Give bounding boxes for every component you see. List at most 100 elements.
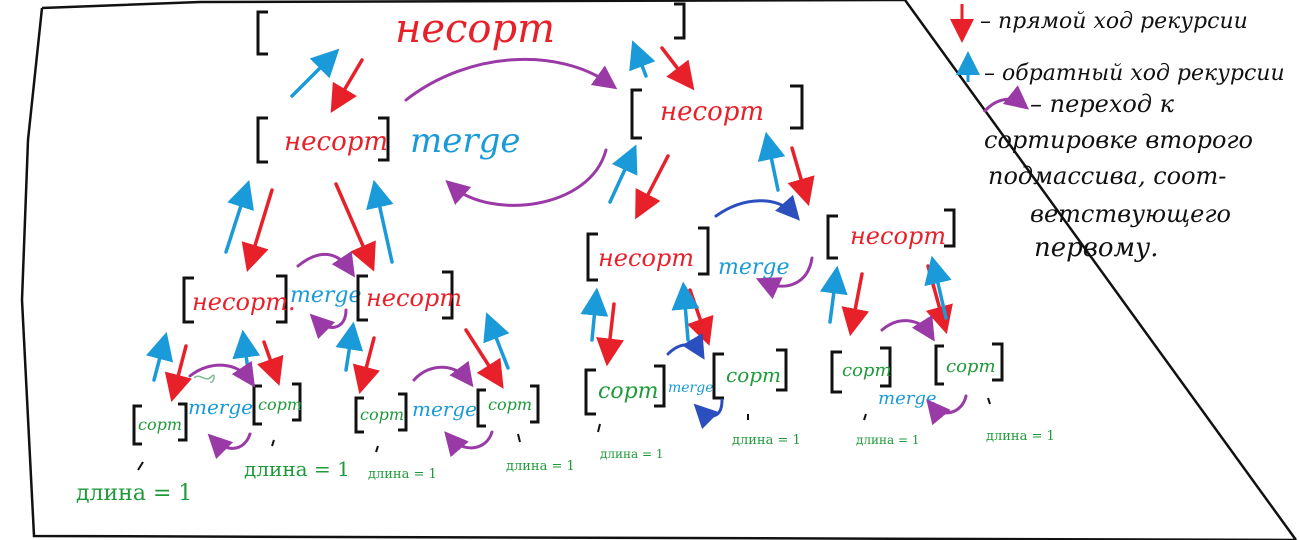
blue-arrow-l1left-b bbox=[366, 179, 394, 264]
legend-transition-line-1: – переход к bbox=[1030, 90, 1175, 118]
level3-array-6: сорт bbox=[712, 348, 788, 400]
blue-arrow-l2-2b bbox=[483, 312, 510, 370]
level1-left-label: несорт bbox=[284, 127, 388, 157]
blue-arrow-l2-1a bbox=[146, 331, 174, 382]
merge-label-level2-left: merge bbox=[290, 283, 362, 308]
length-label-2: длина = 1 bbox=[244, 457, 350, 481]
level3-label-7: сорт bbox=[842, 360, 892, 381]
level3-array-1: сорт bbox=[132, 402, 188, 446]
red-arrow-l1right-b bbox=[787, 146, 815, 207]
legend-transition-line-5: первому. bbox=[1034, 233, 1158, 263]
red-arrow-l2-3a bbox=[596, 302, 624, 367]
level3-label-1: сорт bbox=[138, 415, 182, 434]
level2-label-3: несорт bbox=[598, 244, 694, 272]
red-arrow-l2-1a bbox=[164, 344, 192, 403]
dark-transition-arrows bbox=[666, 194, 800, 430]
blue-arrow-l2-2a bbox=[335, 321, 364, 372]
merge-label-level3-2: merge bbox=[412, 397, 477, 421]
level2-label-4: несорт bbox=[850, 222, 946, 250]
merge-label-level2-right: merge bbox=[718, 255, 790, 280]
level3-label-3: сорт bbox=[360, 405, 404, 424]
purple-arrow-top bbox=[404, 57, 618, 102]
blue-arrow-l1right-a bbox=[608, 144, 638, 204]
purple-arrow-l3-1 bbox=[188, 360, 255, 388]
root-label: несорт bbox=[395, 6, 555, 52]
red-arrow-root-left bbox=[330, 58, 364, 114]
merge-label-level1: merge bbox=[410, 121, 521, 161]
backward-arrows bbox=[146, 40, 952, 382]
blue-arrow-l2-3b bbox=[671, 281, 700, 342]
red-arrow-l2-3b bbox=[687, 288, 714, 346]
level2-label-2: несорт bbox=[366, 284, 462, 312]
length-label-7: длина = 1 bbox=[856, 433, 919, 447]
purple-arrow-l3-2-back bbox=[444, 430, 494, 458]
legend-transition-line-4: ветствующего bbox=[1030, 200, 1231, 228]
level3-label-5: сорт bbox=[598, 379, 659, 404]
merge-label-level3-4: merge bbox=[878, 388, 937, 409]
level2-array-4: несорт bbox=[826, 208, 956, 260]
legend-backward-text: – обратный ход рекурсии bbox=[984, 61, 1285, 86]
purple-arrow-l2-left-back bbox=[309, 308, 348, 340]
blue-arrow-l2-4a bbox=[819, 265, 848, 324]
length-label-1: длина = 1 bbox=[76, 481, 192, 506]
red-arrow-root-right bbox=[660, 46, 695, 91]
blue-arrow-l1right-b bbox=[757, 131, 786, 192]
red-arrow-l2-1b bbox=[256, 340, 284, 386]
length-label-8: длина = 1 bbox=[986, 429, 1055, 444]
red-arrow-l1left-a bbox=[241, 188, 274, 273]
blue-arrow-l2-1b bbox=[232, 329, 261, 372]
merge-label-level3-3: merge bbox=[668, 380, 714, 396]
forward-arrows bbox=[164, 46, 953, 403]
blue-arrow-l1left-a bbox=[224, 180, 254, 254]
merge-label-level3-1: merge bbox=[188, 395, 253, 419]
purple-arrow-l3-2 bbox=[412, 360, 474, 388]
blue-arrow-root-right bbox=[629, 40, 656, 78]
level3-array-2: сорт bbox=[252, 382, 302, 426]
level3-label-4: сорт bbox=[488, 395, 532, 414]
level3-array-8: сорт bbox=[934, 342, 1004, 386]
darkblue-arrow-l3-back bbox=[693, 398, 724, 430]
length-label-5: длина = 1 bbox=[600, 447, 663, 461]
sheet-outline bbox=[20, 0, 1298, 540]
red-arrow-l2-4a bbox=[841, 272, 870, 337]
level3-label-8: сорт bbox=[946, 356, 996, 377]
length-label-3: длина = 1 bbox=[368, 467, 437, 482]
blue-arrow-root-left bbox=[290, 48, 340, 98]
blue-arrow-l2-3a bbox=[580, 287, 609, 342]
level1-right-label: несорт bbox=[660, 97, 764, 127]
purple-arrow-l2-right-back bbox=[755, 256, 814, 300]
purple-arrow-l3-4-back bbox=[926, 394, 968, 426]
darkblue-arrow-l2 bbox=[714, 194, 800, 221]
red-arrow-l1left-b bbox=[334, 182, 376, 272]
transition-arrows bbox=[188, 57, 968, 460]
level3-array-7: сорт bbox=[830, 346, 892, 394]
length-label-6: длина = 1 bbox=[732, 433, 801, 448]
level3-label-6: сорт bbox=[726, 363, 781, 387]
root-array: несорт bbox=[256, 2, 686, 56]
level2-label-1: несорт. bbox=[192, 288, 296, 316]
purple-arrow-merge-back bbox=[445, 148, 608, 207]
level3-label-2: сорт bbox=[258, 395, 302, 414]
purple-arrow-l2-left bbox=[296, 250, 355, 278]
legend: – прямой ход рекурсии – обратный ход рек… bbox=[950, 4, 1285, 263]
level3-array-3: сорт bbox=[354, 392, 408, 434]
purple-arrow-l3-1-back bbox=[207, 432, 252, 460]
red-arrow-l1right-a bbox=[635, 154, 670, 220]
level2-array-2: несорт bbox=[356, 270, 462, 322]
level1-left-array: несорт bbox=[256, 116, 390, 164]
purple-arrow-l3-4 bbox=[880, 314, 935, 342]
red-arrow-l2-2b bbox=[464, 328, 504, 389]
legend-forward-text: – прямой ход рекурсии bbox=[980, 9, 1248, 34]
darkblue-arrow-l3 bbox=[666, 332, 705, 360]
blue-arrow-l2-4b bbox=[924, 255, 952, 320]
length-label-4: длина = 1 bbox=[506, 459, 575, 474]
level2-array-3: несорт bbox=[586, 226, 710, 282]
scribble bbox=[193, 374, 215, 383]
level3-array-5: сорт bbox=[584, 364, 666, 416]
red-arrow-l2-2a bbox=[352, 336, 380, 395]
legend-transition-line-2: сортировке второго bbox=[984, 126, 1253, 154]
level1-right-array: несорт bbox=[630, 84, 804, 140]
level3-array-4: сорт bbox=[476, 384, 540, 428]
